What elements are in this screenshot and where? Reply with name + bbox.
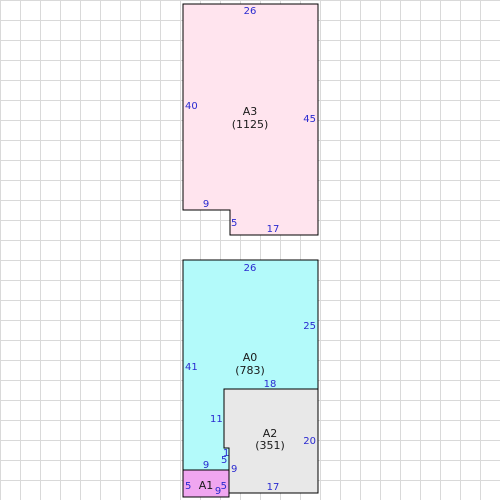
room-a0-dim-right: 25 — [303, 321, 316, 332]
room-a3-shape[interactable] — [182, 3, 319, 236]
room-a3-dim-notch-horizontal: 9 — [203, 199, 209, 210]
room-a2-dim-right: 20 — [303, 436, 316, 447]
room-a1-dim-right: 5 — [221, 481, 227, 492]
room-a0-area: (783) — [235, 364, 265, 377]
room-a3-dim-left: 40 — [185, 101, 198, 112]
room-a0-dim-top: 26 — [244, 263, 257, 274]
room-a3-name: A3 — [243, 105, 258, 118]
room-a0-dim-inner-horizontal: 18 — [264, 379, 277, 390]
room-a0-dim-sill: 9 — [203, 460, 209, 471]
room-a0-dim-left: 41 — [185, 362, 198, 373]
room-a2-dim-left: 9 — [231, 464, 237, 475]
room-a3-dim-top: 26 — [244, 6, 257, 17]
room-a0-dim-step-2: 5 — [221, 455, 227, 466]
room-a3[interactable]: A3 (1125) 26 40 45 9 5 17 — [182, 3, 319, 236]
room-a3-dim-bottom: 17 — [267, 224, 280, 235]
room-a0-dim-inner-vertical: 11 — [210, 414, 223, 425]
room-a1-dim-bottom: 9 — [215, 486, 221, 497]
room-a2-name: A2 — [263, 427, 278, 440]
room-a1[interactable]: A1 5 9 5 — [182, 469, 230, 498]
room-a1-dim-left: 5 — [185, 481, 191, 492]
room-a3-dim-right: 45 — [303, 114, 316, 125]
room-a0-dim-step: 1 — [223, 448, 229, 459]
room-a1-name: A1 — [199, 479, 214, 492]
room-a0-name: A0 — [243, 351, 258, 364]
room-a3-dim-notch-vertical: 5 — [231, 218, 237, 229]
room-a0[interactable]: A0 (783) 26 25 41 18 11 1 5 9 — [182, 259, 319, 471]
room-a1-shape[interactable] — [182, 469, 230, 498]
room-a3-area: (1125) — [232, 118, 269, 131]
room-a2-area: (351) — [255, 439, 285, 452]
room-a2-dim-bottom: 17 — [267, 482, 280, 493]
room-a2[interactable]: A2 (351) 20 9 17 — [223, 388, 319, 494]
